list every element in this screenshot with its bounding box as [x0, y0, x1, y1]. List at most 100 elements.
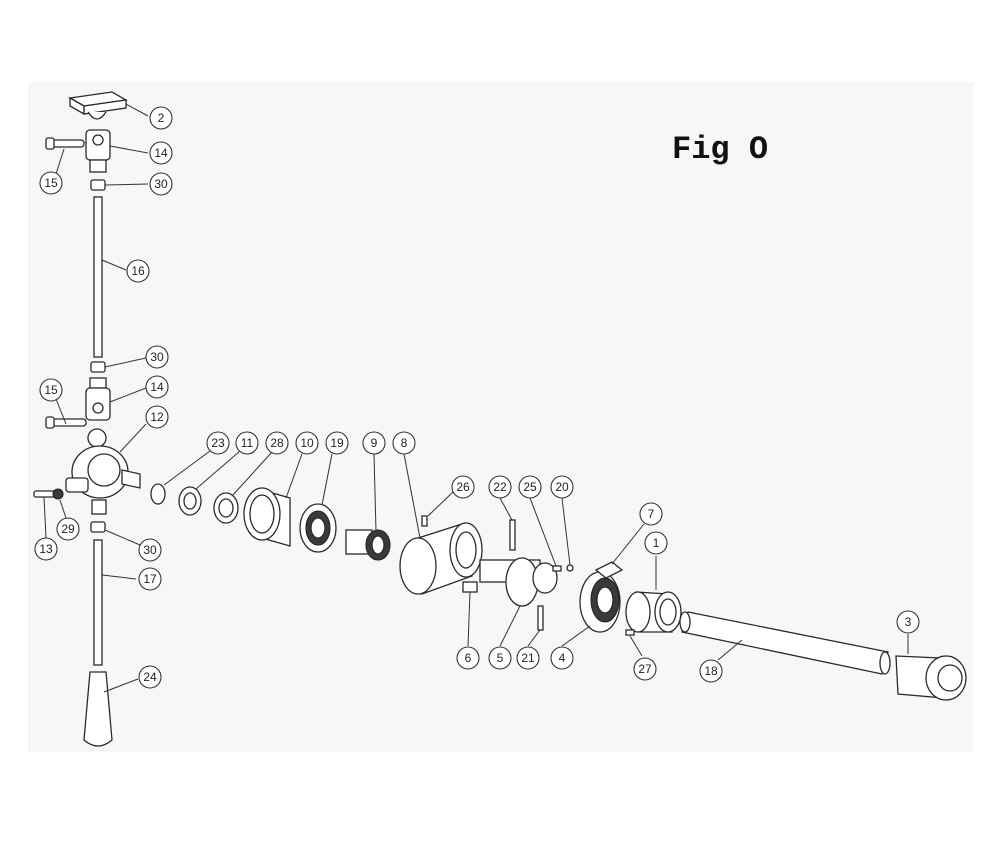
- callout-c19: 19: [325, 431, 349, 455]
- callout-number: 30: [150, 350, 164, 364]
- callout-number: 20: [555, 480, 569, 494]
- callout-circle: [550, 646, 574, 670]
- callout-circle: [206, 431, 230, 455]
- callout-c29: 29: [56, 517, 80, 541]
- detent-ball-20: [566, 564, 574, 572]
- callout-number: 4: [559, 651, 566, 665]
- callout-number: 29: [61, 522, 75, 536]
- upper-rod: [93, 196, 103, 358]
- callout-circle: [488, 646, 512, 670]
- callout-circle: [550, 475, 574, 499]
- callout-number: 28: [270, 436, 284, 450]
- pin-27: [625, 629, 635, 636]
- lower-rod: [93, 539, 103, 666]
- callout-circle: [639, 502, 663, 526]
- callout-c3: 3: [896, 610, 920, 634]
- callout-c30c: 30: [138, 538, 162, 562]
- callout-circle: [145, 405, 169, 429]
- callout-c2: 2: [149, 106, 173, 130]
- callout-c16: 16: [126, 259, 150, 283]
- callout-number: 8: [401, 436, 408, 450]
- callout-circle: [39, 171, 63, 195]
- hub-housing: [65, 428, 141, 515]
- upper-clevis: [85, 129, 111, 173]
- ball-bearing: [299, 503, 337, 553]
- drive-key: [462, 581, 478, 593]
- callout-number: 15: [44, 176, 58, 190]
- callout-circle: [149, 141, 173, 165]
- bushing: [625, 591, 682, 633]
- callout-circle: [516, 646, 540, 670]
- callout-c18: 18: [699, 659, 723, 683]
- callout-number: 22: [493, 480, 507, 494]
- callout-c8: 8: [392, 431, 416, 455]
- callout-number: 14: [150, 380, 164, 394]
- callout-circle: [149, 172, 173, 196]
- pawl: [594, 561, 624, 579]
- callout-circle: [644, 531, 668, 555]
- callout-c5: 5: [488, 646, 512, 670]
- callout-c30b: 30: [145, 345, 169, 369]
- figure-title: Fig O: [672, 131, 768, 168]
- socket-adapter: [895, 655, 967, 701]
- upper-nut: [90, 179, 106, 191]
- callout-c21: 21: [516, 646, 540, 670]
- lower-clevis: [85, 377, 111, 421]
- callout-circle: [896, 610, 920, 634]
- gear-housing: [399, 522, 483, 595]
- callout-number: 14: [154, 146, 168, 160]
- handle-grip: [83, 671, 113, 747]
- upper-pin: [45, 137, 85, 150]
- callout-circle: [456, 646, 480, 670]
- callout-c24: 24: [138, 665, 162, 689]
- callout-circle: [138, 567, 162, 591]
- callout-circle: [633, 657, 657, 681]
- callout-number: 25: [523, 480, 537, 494]
- callout-number: 11: [241, 436, 254, 450]
- callout-circle: [451, 475, 475, 499]
- callout-number: 10: [300, 436, 314, 450]
- extension-tube: [679, 611, 891, 675]
- callout-circle: [488, 475, 512, 499]
- middle-nut: [90, 361, 106, 373]
- callout-c25: 25: [518, 475, 542, 499]
- callout-c13: 13: [34, 537, 58, 561]
- bearing-cup: [243, 487, 291, 547]
- callout-circle: [138, 665, 162, 689]
- callout-number: 18: [704, 664, 718, 678]
- callout-circle: [325, 431, 349, 455]
- callout-circle: [39, 378, 63, 402]
- callout-c30a: 30: [149, 172, 173, 196]
- callout-c26: 26: [451, 475, 475, 499]
- callout-number: 16: [131, 264, 145, 278]
- set-pin-26: [421, 515, 428, 527]
- spur-gear: [579, 571, 621, 633]
- callout-number: 19: [330, 436, 344, 450]
- washer-11: [178, 486, 202, 516]
- callout-c9: 9: [362, 431, 386, 455]
- handle-assembly: [33, 91, 141, 747]
- leader-lines: [43, 103, 909, 693]
- callout-c15a: 15: [39, 171, 63, 195]
- washer-28: [213, 492, 239, 524]
- callout-number: 30: [143, 543, 157, 557]
- callout-c22: 22: [488, 475, 512, 499]
- retaining-ring: [150, 483, 166, 505]
- callout-number: 12: [150, 410, 164, 424]
- callout-number: 27: [638, 662, 652, 676]
- callout-circle: [126, 259, 150, 283]
- callout-c1: 1: [644, 531, 668, 555]
- callout-number: 2: [158, 111, 165, 125]
- callout-circle: [392, 431, 416, 455]
- callout-circle: [138, 538, 162, 562]
- spring-pin-25: [552, 565, 562, 572]
- callout-number: 21: [521, 651, 535, 665]
- lower-pin: [45, 416, 87, 429]
- callout-number: 5: [497, 651, 504, 665]
- callout-number: 9: [371, 436, 378, 450]
- lower-nut: [90, 521, 106, 533]
- callout-number: 13: [39, 542, 53, 556]
- callout-circle: [149, 106, 173, 130]
